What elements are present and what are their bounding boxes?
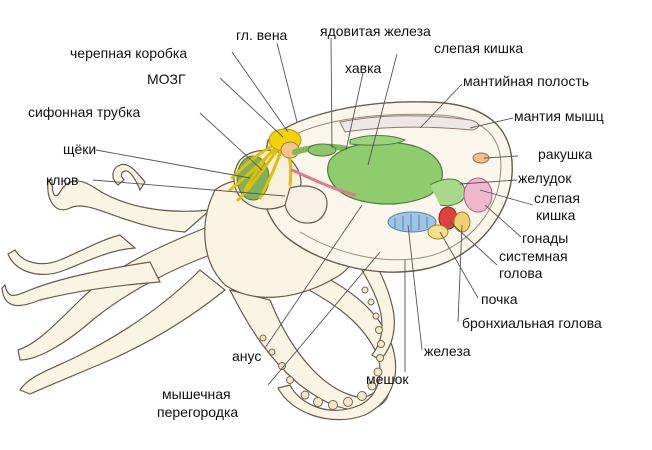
label-cheeks: щёки [63, 141, 97, 157]
arm-left-curl-2 [112, 163, 146, 192]
siphon-tube-organ [284, 185, 328, 224]
poison-gland-organ [349, 135, 407, 146]
gonads-organ [463, 177, 493, 213]
stomach-organ [327, 141, 443, 205]
label-systemic-heart-1: системная [499, 248, 568, 264]
label-brain: МОЗГ [147, 71, 186, 87]
label-cranial-box: черепная коробка [70, 45, 188, 61]
label-gonads: гонады [522, 230, 569, 246]
label-sac: мешок [366, 371, 409, 387]
gland-lines [394, 214, 428, 231]
label-beak: клюв [46, 172, 79, 188]
label-shell: ракушка [538, 146, 593, 162]
label-blind-gut-top: слепая кишка [434, 40, 524, 56]
label-muscular-septum-1: мышечная [162, 386, 231, 402]
ink-sac [387, 211, 437, 233]
label-anus: анус [232, 348, 262, 364]
arm-left-far [1, 261, 161, 307]
label-mantle-cavity: мантийная полость [463, 73, 590, 89]
mantle-inner-line [284, 113, 502, 261]
label-blind-gut-right-1: слепая [534, 190, 580, 206]
crop-organ [307, 143, 337, 157]
kidney-organ [427, 224, 449, 240]
label-crop: хавка [345, 60, 382, 76]
intestine [290, 168, 357, 197]
arm-bottom-left [19, 269, 226, 395]
label-siphon-tube: сифонная трубка [28, 104, 141, 120]
arm-left-top [47, 179, 212, 233]
arm-suckers [259, 286, 385, 410]
label-blind-gut-right-2: кишка [536, 207, 576, 223]
label-branchial-heart: бронхиальная голова [462, 315, 602, 331]
leader-lines [92, 37, 534, 386]
label-kidney: почка [481, 291, 518, 307]
label-gland: железа [424, 343, 471, 359]
label-muscular-septum-2: перегородка [157, 404, 239, 420]
arm-left-curl [7, 234, 137, 275]
label-mantle-muscle: мантия мышц [514, 108, 604, 124]
label-systemic-heart-2: голова [499, 265, 543, 281]
label-head-vein: гл. вена [236, 27, 288, 43]
label-stomach: желудок [518, 170, 572, 186]
label-poison-gland: ядовитая железа [320, 23, 431, 39]
